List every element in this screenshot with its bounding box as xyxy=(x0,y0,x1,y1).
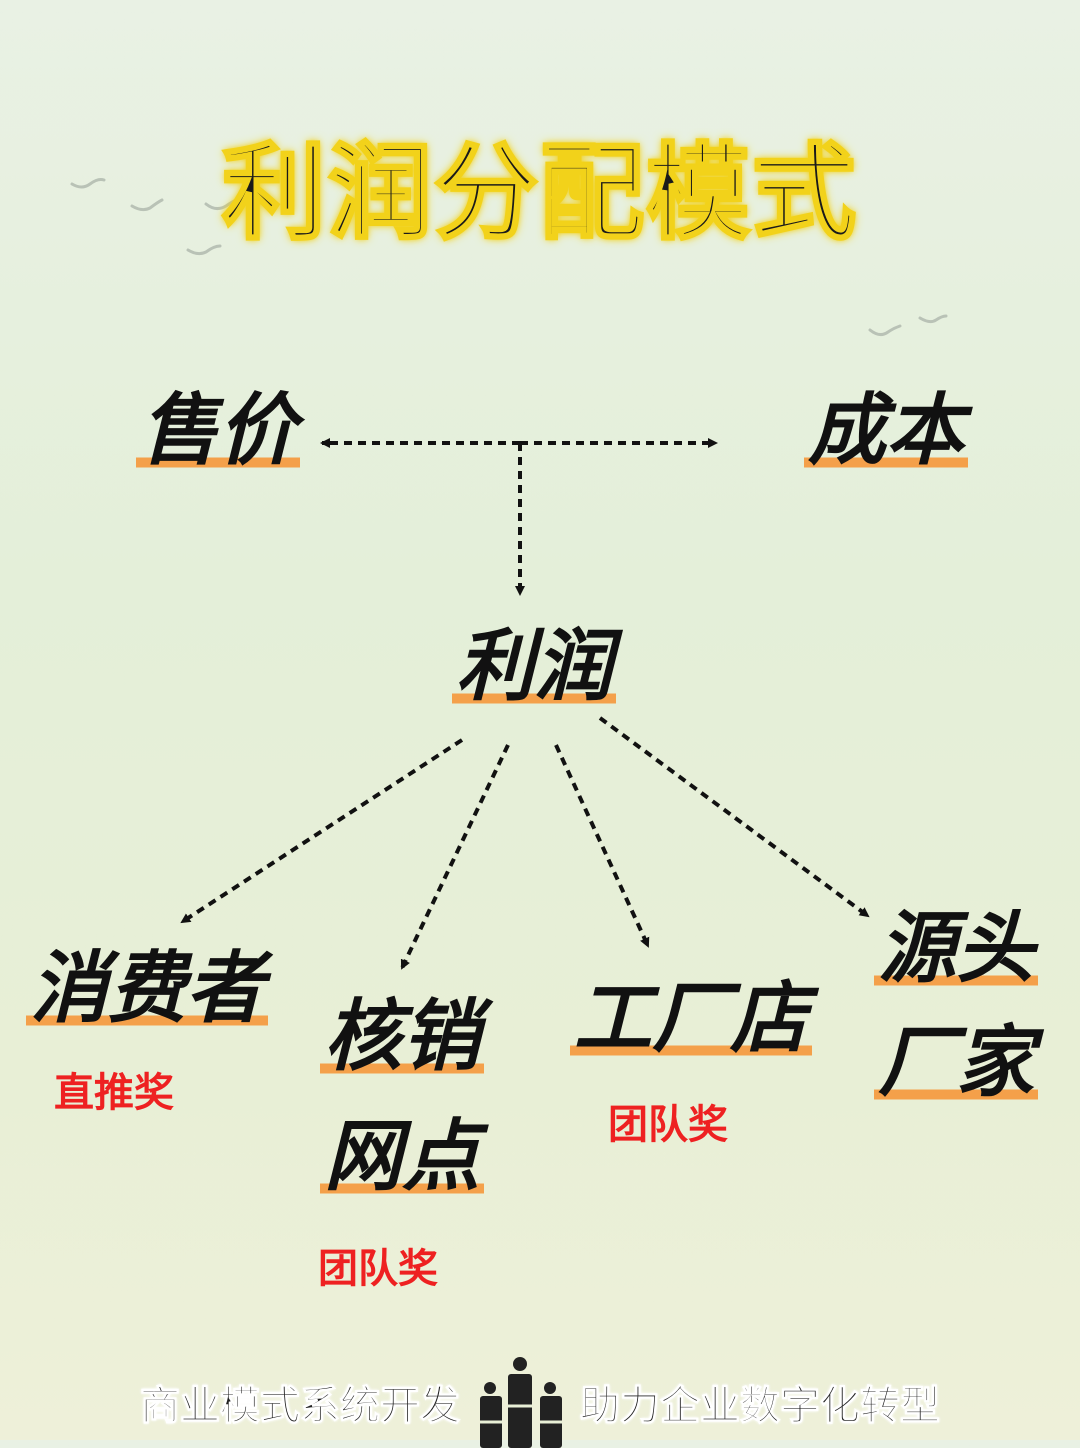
bird-icon xyxy=(70,178,106,189)
bird-icon xyxy=(186,244,222,256)
footer-right-text: 助力企业数字化转型 xyxy=(580,1383,941,1430)
node-outlet: 核销 xyxy=(320,998,485,1082)
award-factory-store: 团队奖 xyxy=(608,1102,728,1148)
node-factory-store-label: 工厂店 xyxy=(570,980,813,1064)
node-source-2: 厂家 xyxy=(874,1024,1039,1108)
node-cost-label: 成本 xyxy=(804,392,969,476)
node-price-label: 售价 xyxy=(136,392,301,476)
node-consumer: 消费者 xyxy=(26,950,269,1034)
node-profit-label: 利润 xyxy=(452,628,617,712)
bird-icon xyxy=(918,314,948,324)
node-profit: 利润 xyxy=(452,628,617,712)
bird-icon xyxy=(868,324,902,337)
node-factory-store: 工厂店 xyxy=(570,980,813,1064)
node-source: 源头 xyxy=(874,910,1039,994)
arrow-to-source xyxy=(598,716,870,918)
page-title: 利润分配模式 xyxy=(220,131,858,256)
footer-bar: 商业模式系统开发 助力企业数字化转型 xyxy=(0,1357,1080,1448)
node-source-label-2: 厂家 xyxy=(874,1024,1039,1108)
bird-icon xyxy=(130,198,164,212)
people-podium-icon xyxy=(480,1357,562,1448)
arrow-to-outlet xyxy=(400,744,510,970)
bird-icon xyxy=(204,198,238,211)
award-consumer: 直推奖 xyxy=(54,1070,174,1116)
node-price: 售价 xyxy=(136,392,301,476)
node-cost: 成本 xyxy=(804,392,969,476)
node-outlet-label-2: 网点 xyxy=(320,1118,485,1202)
node-outlet-label-1: 核销 xyxy=(320,998,485,1082)
footer-left-text: 商业模式系统开发 xyxy=(140,1383,461,1430)
node-source-label-1: 源头 xyxy=(874,910,1039,994)
node-consumer-label: 消费者 xyxy=(26,950,269,1034)
node-outlet-2: 网点 xyxy=(320,1118,485,1202)
award-outlet: 团队奖 xyxy=(318,1246,438,1292)
arrow-to-factory-store xyxy=(554,744,650,948)
arrow-to-consumer xyxy=(180,738,464,924)
